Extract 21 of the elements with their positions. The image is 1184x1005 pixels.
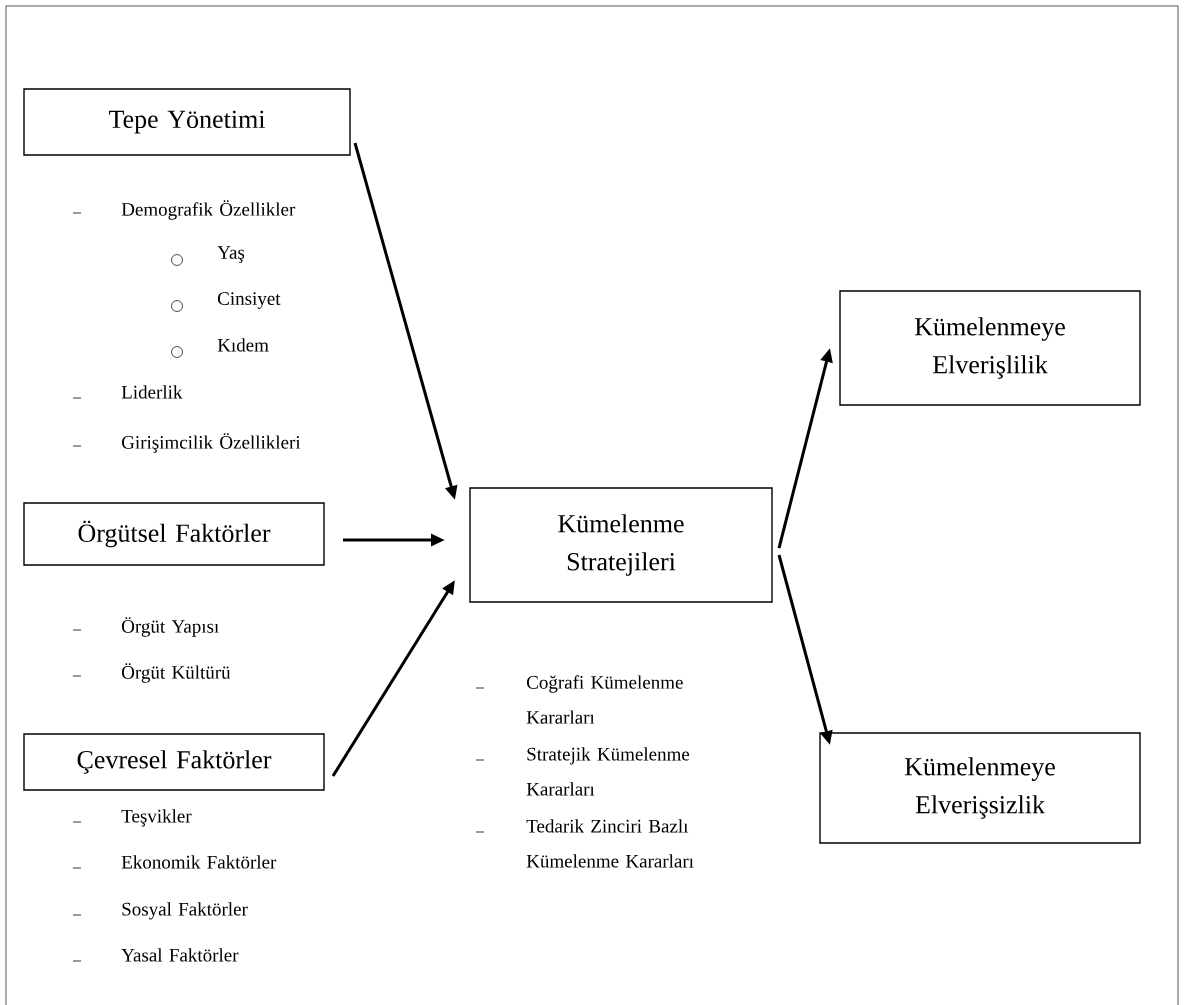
list-item: Cinsiyet [218,292,281,309]
list-item: Tedarik Zinciri Bazlı Kümelenme Kararları [526,819,694,868]
box: Kümelenmeye Elverişlilik [839,290,1141,406]
list-item: Liderlik [121,385,183,399]
list-item: Coğrafi Kümelenme Kararları [526,675,683,724]
box: Örgütsel Faktörler [23,502,325,566]
list-item: Yaş [217,246,245,263]
box: Kümelenme Stratejileri [469,487,773,603]
list-item: Teşvikler [121,809,192,827]
list-item: Stratejik Kümelenme Kararları [526,747,690,796]
list-item: Kıdem [217,338,269,352]
list-item: Demografik Özellikler [121,200,296,220]
box: Çevresel Faktörler [23,733,325,791]
box: Tepe Yönetimi [23,88,351,156]
list-item: Sosyal Faktörler [122,902,248,920]
list-item: Örgüt Yapısı [122,617,219,637]
list-item: Ekonomik Faktörler [121,855,277,869]
list-item: Yasal Faktörler [121,948,239,962]
list-item: Girişimcilik Özellikleri [122,433,301,453]
box: Kümelenmeye Elverişsizlik [819,732,1141,844]
list-item: Örgüt Kültürü [122,663,231,683]
